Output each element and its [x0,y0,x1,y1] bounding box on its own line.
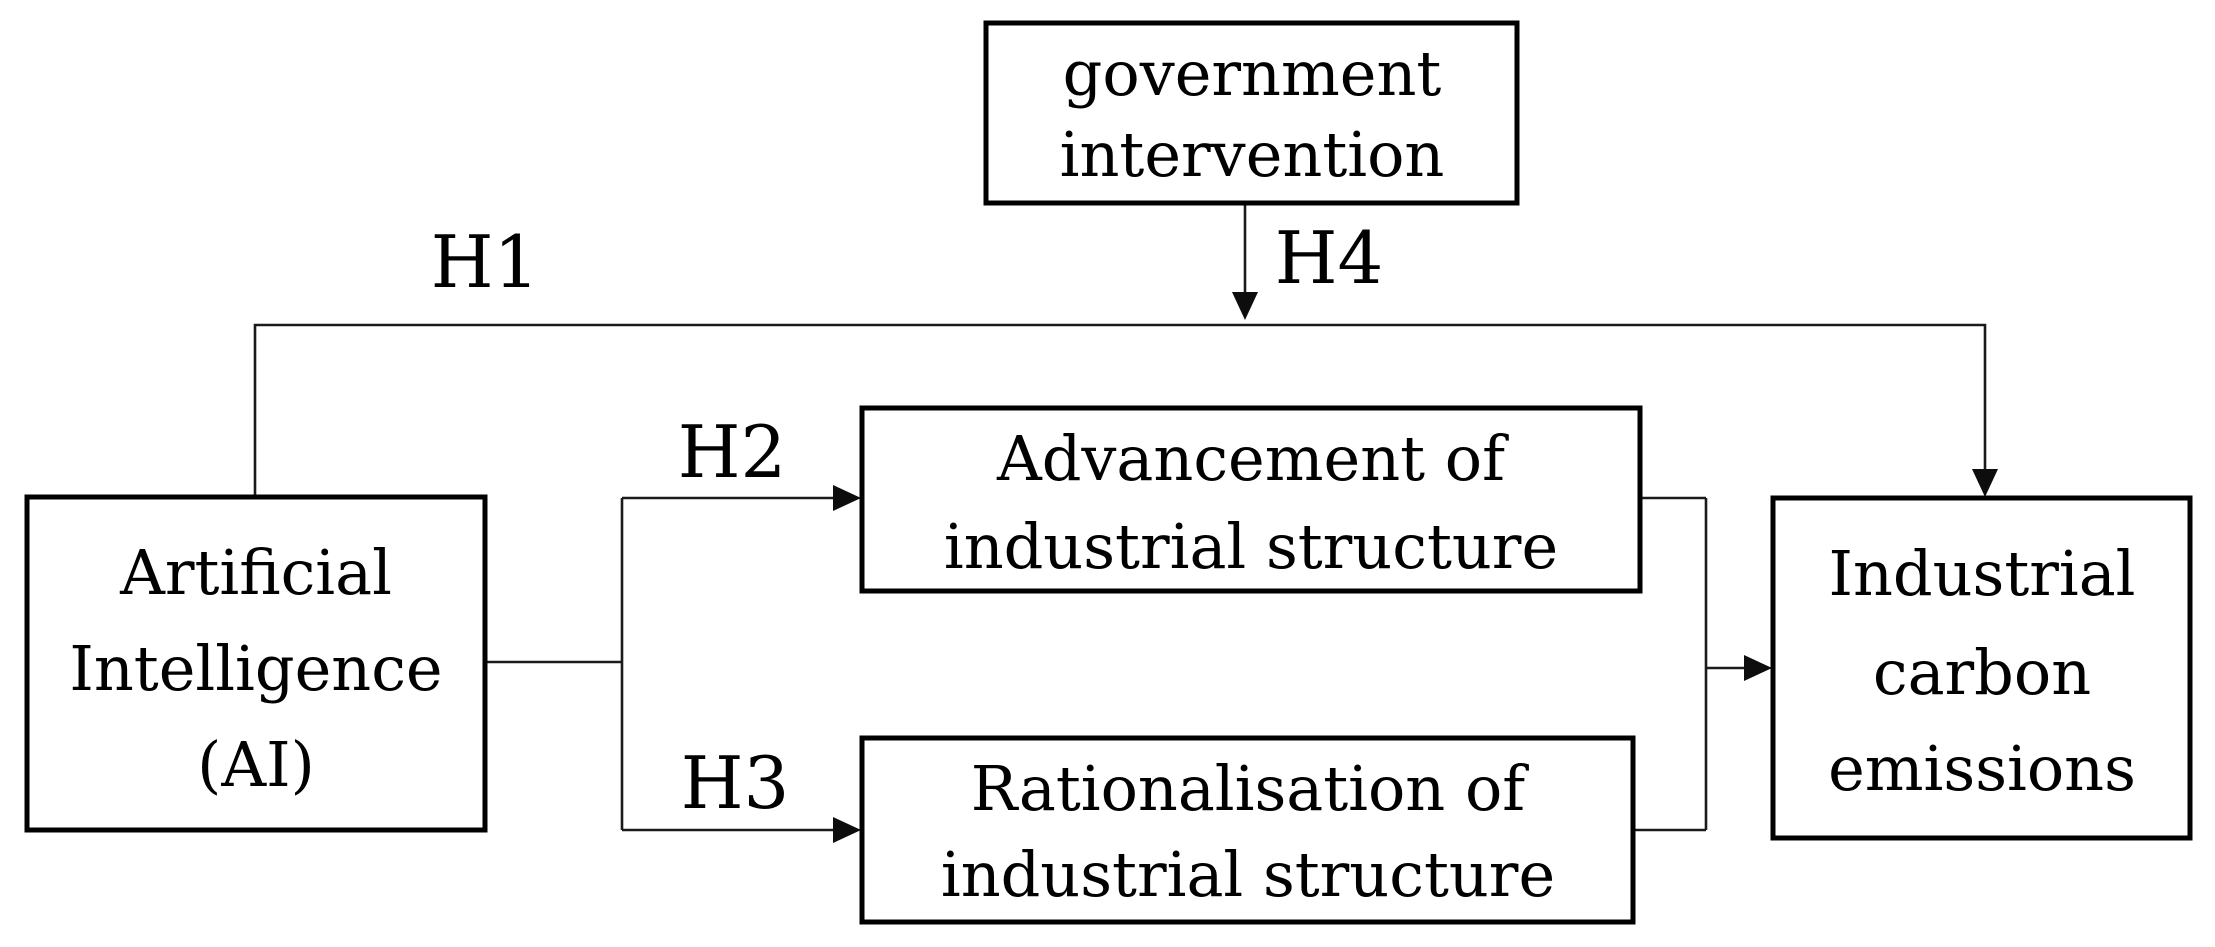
edge-label-h2: H2 [678,410,787,494]
edge-h4-arrowhead-icon [1232,292,1258,320]
rationalisation-label-line-1: Rationalisation of [971,752,1530,825]
government-intervention-label-line-1: government [1063,37,1442,110]
industrial-carbon-emissions-label-line-3: emissions [1828,732,2136,805]
edge-h3-arrowhead-icon [833,817,861,843]
artificial-intelligence-label-line-3: (AI) [197,728,315,801]
edge-h1-line [253,323,1987,497]
industrial-carbon-emissions-label-line-1: Industrial [1828,537,2135,610]
edge-label-h4: H4 [1275,216,1384,300]
edge-label-h1: H1 [431,220,540,304]
artificial-intelligence-box [24,494,488,833]
industrial-carbon-emissions-box [1770,495,2193,841]
rationalisation-box [859,735,1636,925]
advancement-label-line-1: Advancement of [996,422,1509,495]
merge-arrowhead-icon [1744,655,1772,681]
government-intervention-label-line-2: intervention [1060,118,1445,191]
edge-h1-arrowhead-icon [1972,469,1998,497]
artificial-intelligence-label-line-2: Intelligence [69,632,442,705]
edge-h2-arrowhead-icon [833,485,861,511]
advancement-box [859,405,1643,594]
advancement-label-line-2: industrial structure [944,510,1558,583]
rationalisation-label-line-2: industrial structure [941,838,1555,911]
government-intervention-box [983,20,1520,206]
edge-label-h3: H3 [681,741,790,825]
artificial-intelligence-label-line-1: Artificial [119,536,392,609]
industrial-carbon-emissions-label-line-2: carbon [1873,636,2091,709]
